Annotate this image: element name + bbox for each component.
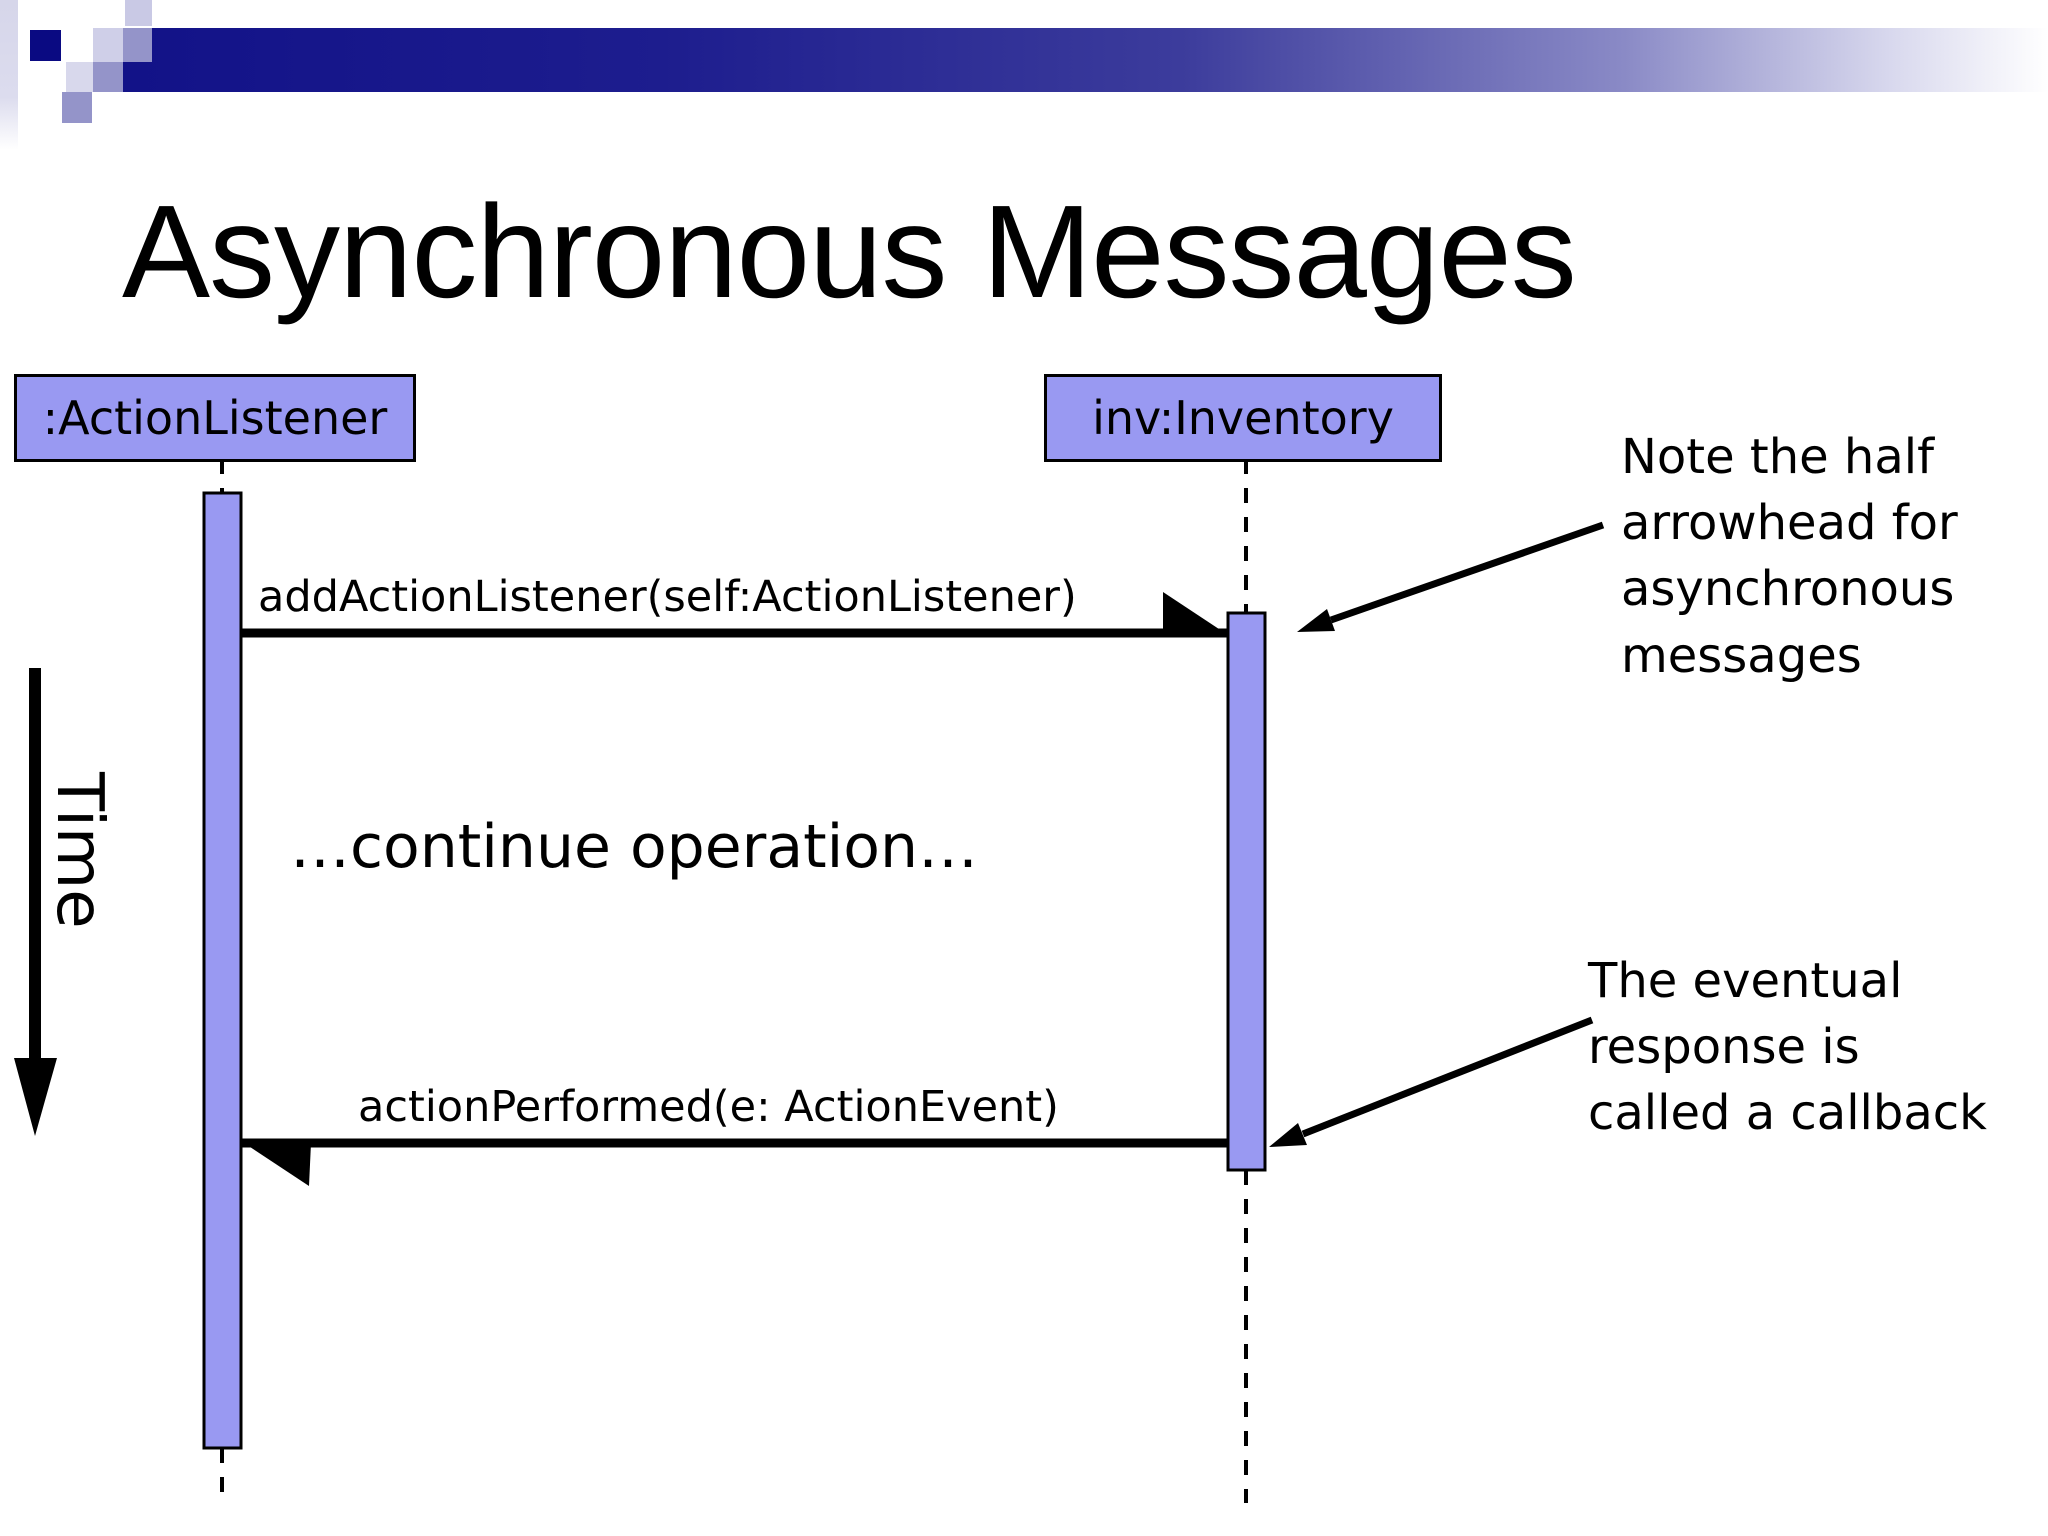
slide-title: Asynchronous Messages <box>122 178 1577 325</box>
half-arrowhead-right-icon <box>1163 592 1228 635</box>
object-label-inventory: inv:Inventory <box>1092 391 1394 445</box>
continue-operation-note: …continue operation… <box>290 812 979 882</box>
activation-bar-actionlistener <box>202 491 243 1450</box>
deco-square-pale-lower <box>66 62 93 92</box>
message-label-actionperformed: actionPerformed(e: ActionEvent) <box>358 1082 1059 1132</box>
deco-square-pale-left <box>93 28 123 62</box>
half-arrowhead-left-icon <box>241 1141 311 1186</box>
deco-square-pale-top <box>125 0 152 26</box>
object-box-actionlistener: :ActionListener <box>14 374 416 462</box>
annotation-half-arrowhead: Note the half arrowhead for asynchronous… <box>1621 429 1958 684</box>
activation-bar-inventory <box>1226 611 1267 1172</box>
annotation-arrow-1 <box>1329 521 1605 624</box>
annotation-arrowhead-1-icon <box>1297 609 1335 632</box>
annotation-callback: The eventual response is called a callba… <box>1588 953 1987 1142</box>
annotation-arrowhead-2-icon <box>1269 1123 1307 1147</box>
deco-square-medium-notch <box>123 28 152 62</box>
deco-square-medium-lower <box>93 62 123 92</box>
banner-bar <box>123 28 2048 92</box>
time-arrowhead-icon <box>14 1058 57 1136</box>
object-box-inventory: inv:Inventory <box>1044 374 1442 462</box>
deco-square-medium-below <box>62 92 92 123</box>
time-axis-label: Time <box>42 772 116 929</box>
object-label-actionlistener: :ActionListener <box>42 391 388 445</box>
deco-square-navy <box>30 30 61 61</box>
annotation-arrow-2 <box>1301 1016 1594 1138</box>
corner-gradient-strip <box>0 0 18 150</box>
message-label-addactionlistener: addActionListener(self:ActionListener) <box>258 572 1077 622</box>
